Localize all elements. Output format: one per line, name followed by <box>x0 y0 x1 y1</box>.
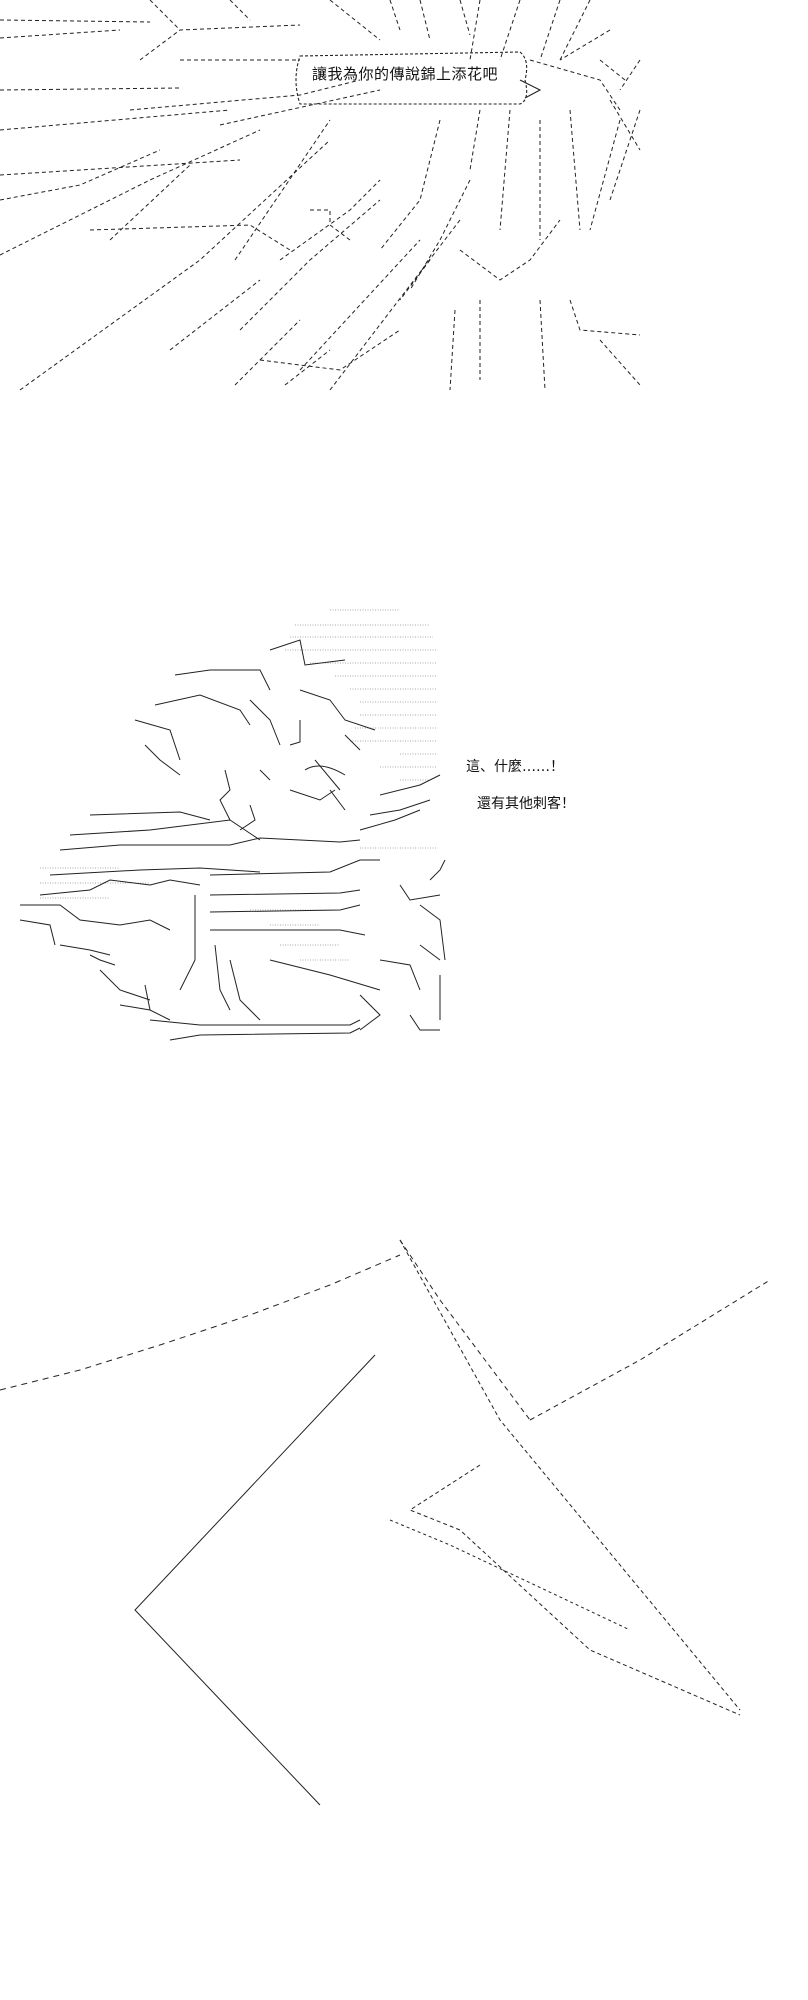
dialogue-line-2: 還有其他刺客！ <box>477 796 575 812</box>
panel-3-shard-art <box>0 1239 771 1806</box>
dialogue-line-1: 這、什麼……！ <box>466 759 564 775</box>
shading-block <box>40 609 436 961</box>
speech-bubble-outline <box>295 51 542 105</box>
panel-2-character-art <box>19 609 446 1041</box>
panel-1-burst-art <box>0 0 641 391</box>
speech-bubble-text: 讓我為你的傳說錦上添花吧 <box>312 65 499 83</box>
